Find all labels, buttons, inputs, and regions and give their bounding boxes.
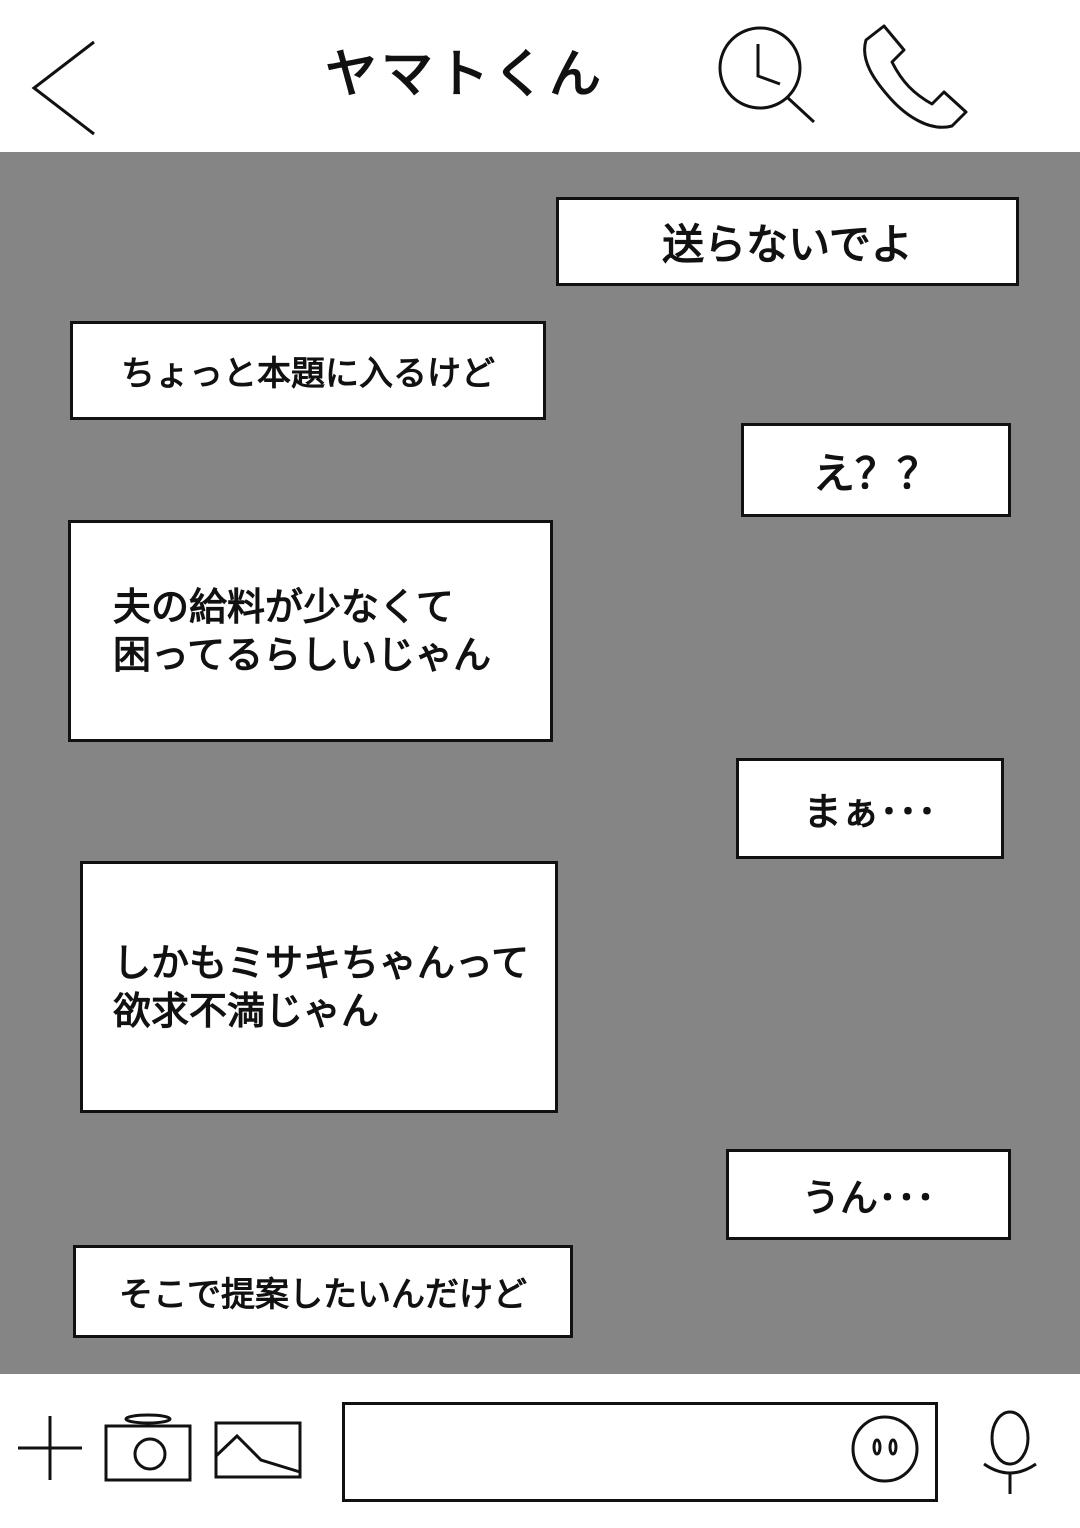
message-self: え？？ [741,423,1011,517]
message-self: まぁ･･･ [736,758,1004,859]
microphone-icon[interactable] [978,1410,1042,1496]
message-other: 夫の給料が少なくて 困ってるらしいじゃん [68,520,553,742]
image-icon[interactable] [213,1420,305,1482]
emoji-icon[interactable] [850,1414,920,1484]
message-other: しかもミサキちゃんって 欲求不満じゃん [80,861,558,1113]
message-input[interactable] [342,1402,938,1502]
message-self: 送らないでよ [556,197,1019,286]
message-other: ちょっと本題に入るけど [70,321,546,420]
search-clock-icon[interactable] [716,26,820,126]
phone-icon[interactable] [856,20,974,132]
message-other: そこで提案したいんだけど [73,1245,573,1338]
plus-icon[interactable] [16,1414,84,1482]
camera-icon[interactable] [102,1412,194,1484]
chat-title: ヤマトくん [324,44,605,105]
message-self: うん･･･ [726,1149,1011,1240]
chat-area[interactable]: 送らないでよ ちょっと本題に入るけど え？？ 夫の給料が少なくて 困ってるらしい… [0,152,1080,1374]
chat-header: ヤマトくん [0,0,1080,152]
back-arrow-icon[interactable] [26,38,100,138]
chat-footer [0,1374,1080,1528]
